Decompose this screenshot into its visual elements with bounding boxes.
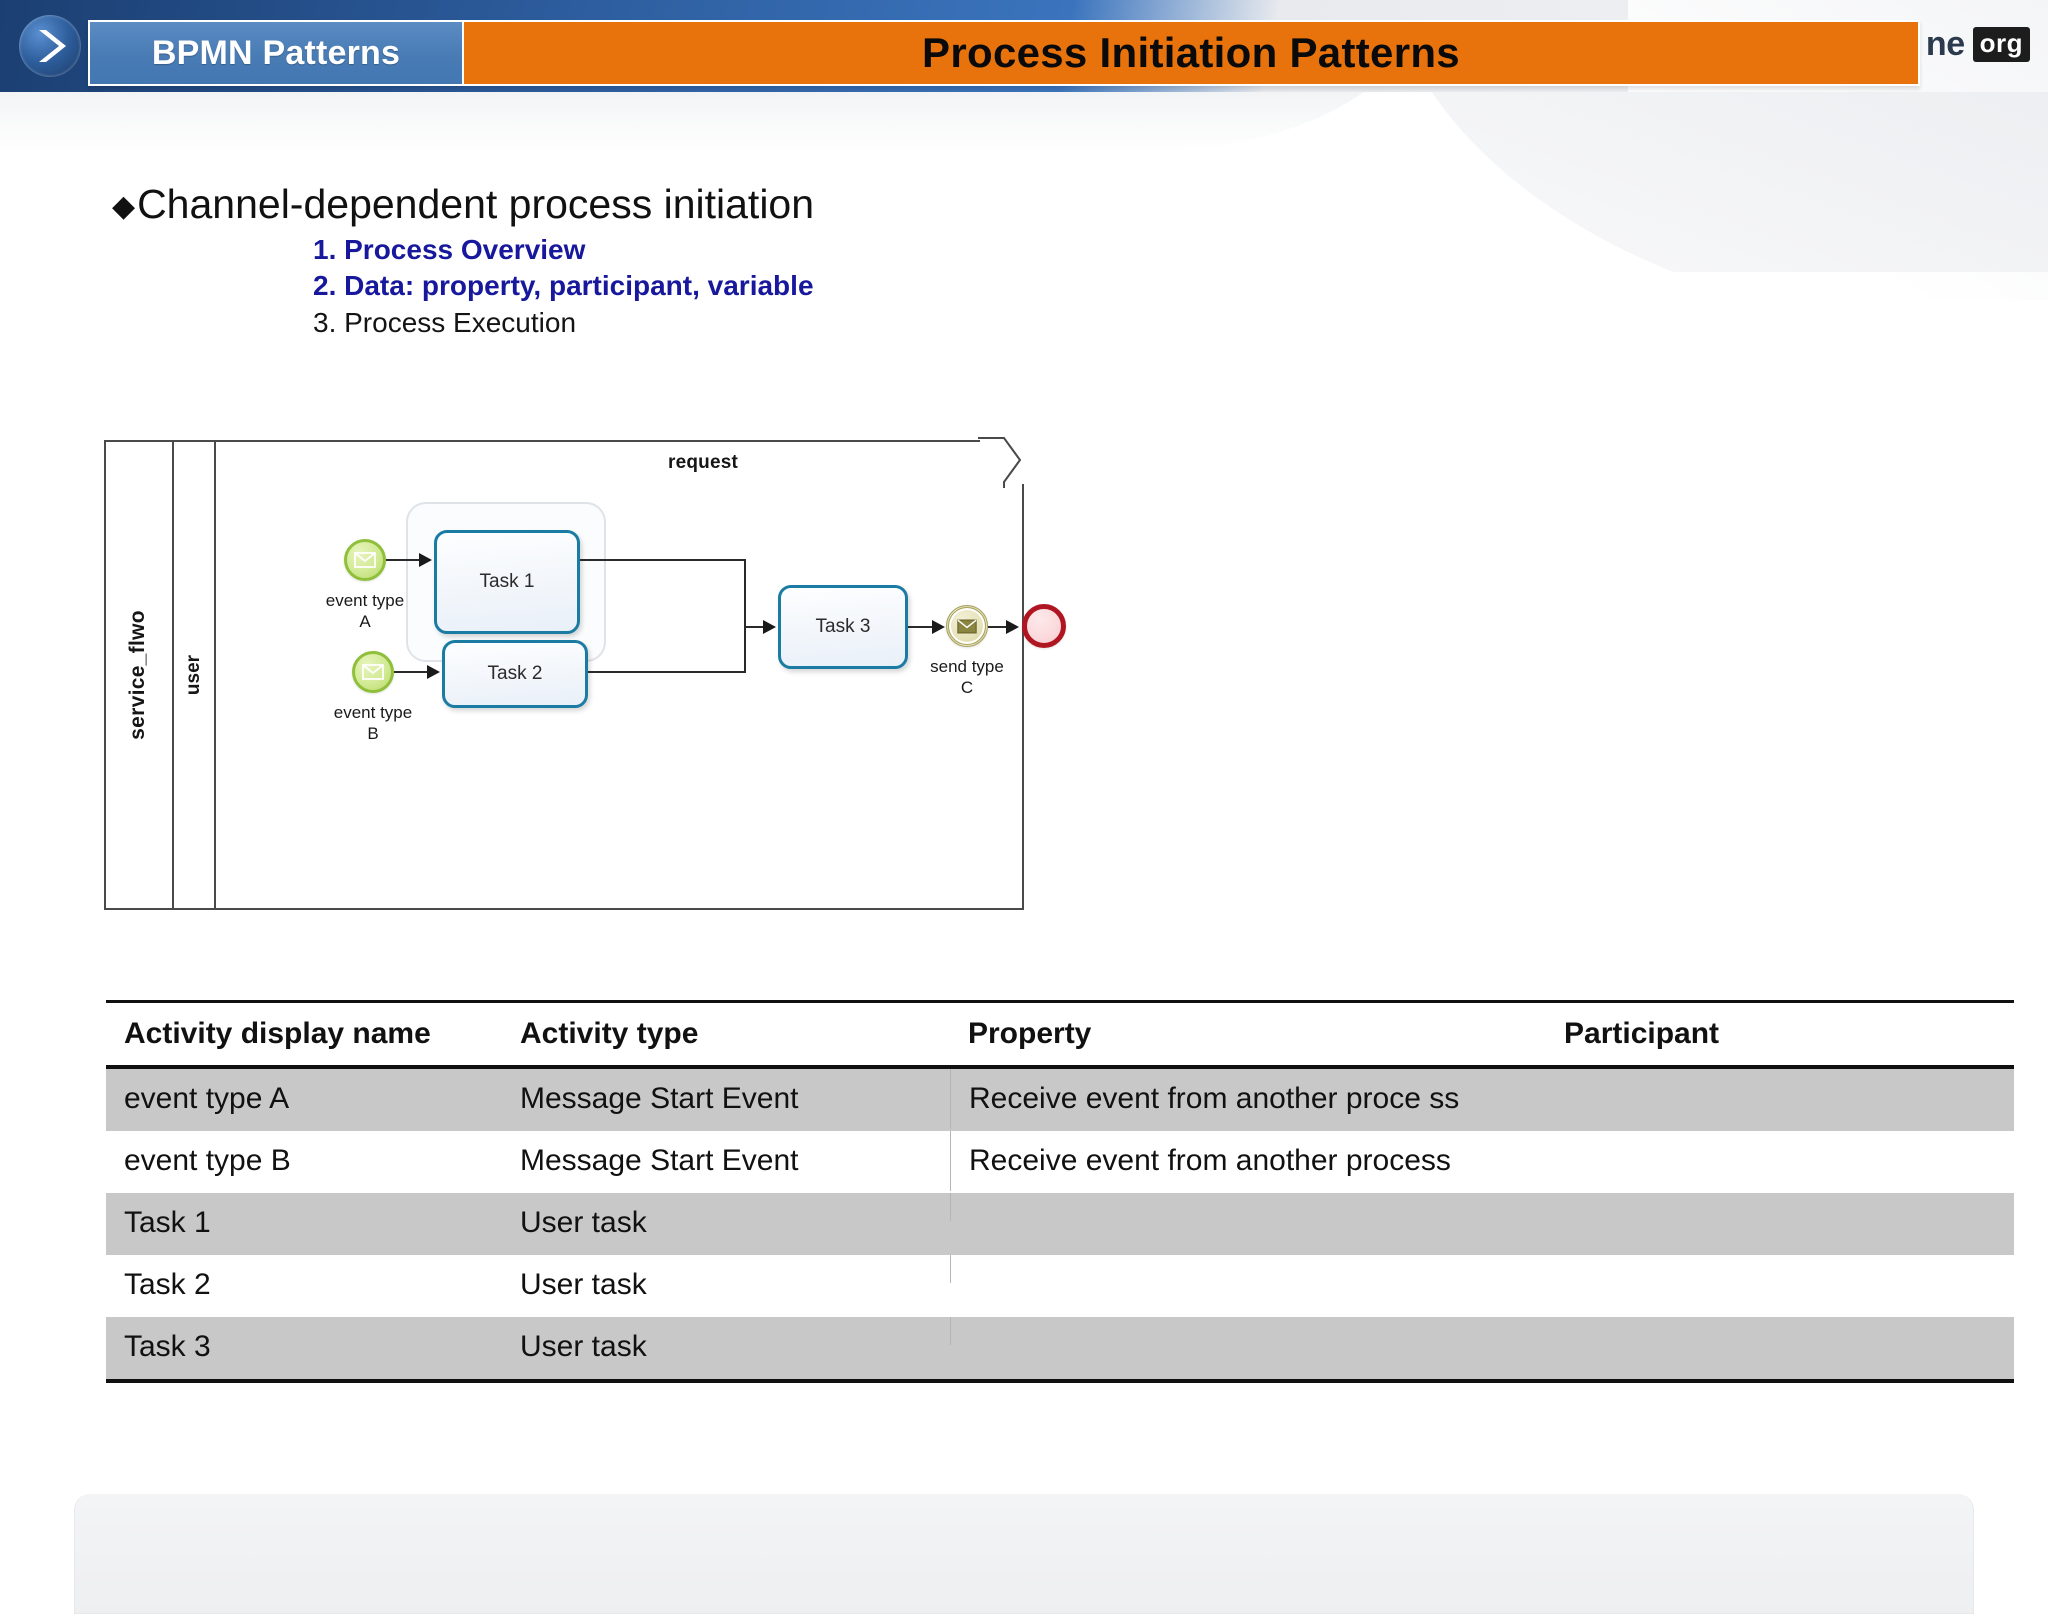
bullet-title-row: ◆Channel-dependent process initiation <box>112 181 815 228</box>
cell-participant <box>1546 1069 2014 1097</box>
bpmn-task-1[interactable]: Task 1 <box>434 530 580 634</box>
table-row[interactable]: Task 3 User task <box>106 1317 2014 1383</box>
table-row[interactable]: Task 2 User task <box>106 1255 2014 1317</box>
flow-b-to-task2 <box>394 671 428 673</box>
bpmn-pool: service_flwo user request event type A <box>104 437 1066 910</box>
bottom-notes-panel <box>74 1494 1974 1614</box>
bpmn-pool-label-text: service_flwo <box>126 610 150 740</box>
bpmn-end-event-icon[interactable] <box>1022 604 1066 648</box>
bpmn-process-label: request <box>668 452 739 473</box>
bpmn-task-1-label: Task 1 <box>479 571 535 592</box>
cell-activity-display-name: Task 1 <box>124 1206 211 1239</box>
message-start-event-a-icon[interactable] <box>344 539 386 581</box>
message-start-event-b-icon[interactable] <box>352 651 394 693</box>
message-start-event-b-caption: event type B <box>303 702 443 745</box>
event-a-caption-line2: A <box>359 612 371 632</box>
table-row[interactable]: Task 1 User task <box>106 1193 2014 1255</box>
flow-task2-up <box>744 627 746 673</box>
logo-org-badge: org <box>1972 26 2030 62</box>
cell-property: Receive event from another process <box>950 1131 1546 1192</box>
bpmn-task-2[interactable]: Task 2 <box>442 640 588 708</box>
flow-task3-to-eventc <box>908 626 934 628</box>
cell-property <box>950 1255 1546 1283</box>
cell-activity-type: Message Start Event <box>520 1144 799 1177</box>
bpmn-pool-label: service_flwo <box>104 440 174 910</box>
bpmn-lane-label-text: user <box>183 654 205 696</box>
flow-eventc-to-end <box>988 626 1008 628</box>
background-arc-right <box>1380 92 2048 272</box>
slide-title-bar: BPMN Patterns Process Initiation Pattern… <box>88 20 1920 86</box>
message-throw-event-c-caption: send type C <box>897 656 1037 699</box>
flow-a-to-task1-arrowhead <box>419 553 432 567</box>
background-arc-left <box>0 92 1420 152</box>
flow-junction-to-task3 <box>744 626 766 628</box>
message-start-event-a-caption: event type A <box>295 590 435 633</box>
flow-task1-down <box>744 559 746 626</box>
flow-a-to-task1 <box>386 559 420 561</box>
activity-table: Activity display name Activity type Prop… <box>106 1000 2014 1383</box>
table-header-row: Activity display name Activity type Prop… <box>106 1003 2014 1069</box>
column-header-property: Property <box>968 1017 1092 1050</box>
cell-property: Receive event from another proce ss <box>950 1069 1546 1130</box>
logo-word: ne <box>1925 24 1965 63</box>
bpmn-diagram: service_flwo user request event type A <box>104 437 1066 910</box>
flow-eventc-to-end-arrowhead <box>1006 620 1019 634</box>
chevron-right-icon <box>14 6 86 86</box>
table-row[interactable]: event type B Message Start Event Receive… <box>106 1131 2014 1193</box>
bpmn-task-3[interactable]: Task 3 <box>778 585 908 669</box>
flow-task3-to-eventc-arrowhead <box>932 620 945 634</box>
cell-participant <box>1546 1131 2014 1159</box>
cell-participant <box>1546 1255 2014 1283</box>
pool-corner-chevron-icon <box>978 437 1022 488</box>
diamond-bullet-icon: ◆ <box>112 190 136 223</box>
site-logo: ne org <box>1926 22 2030 66</box>
column-header-activity-display-name: Activity display name <box>124 1017 431 1050</box>
page-title: Process Initiation Patterns <box>922 29 1460 76</box>
column-header-activity-type: Activity type <box>520 1017 699 1050</box>
cell-participant <box>1546 1193 2014 1221</box>
content-bullets: ◆Channel-dependent process initiation 1.… <box>112 181 815 341</box>
cell-activity-display-name: Task 3 <box>124 1330 211 1363</box>
event-b-caption-line1: event type <box>333 703 413 722</box>
bpmn-task-3-label: Task 3 <box>815 616 871 637</box>
cell-activity-display-name: event type A <box>124 1082 290 1115</box>
bullet-title: Channel-dependent process initiation <box>137 181 815 227</box>
cell-activity-type: User task <box>520 1330 647 1363</box>
chevron-badge-disc <box>19 15 81 77</box>
sub-bullet-1: 1. Process Overview <box>313 233 586 265</box>
bpmn-lane-label: user <box>174 440 216 910</box>
sub-bullet-3: 3. Process Execution <box>313 306 577 338</box>
cell-activity-type: User task <box>520 1206 647 1239</box>
flow-b-to-task2-arrowhead <box>427 665 440 679</box>
flow-task2-out <box>588 671 746 673</box>
cell-property <box>950 1193 1546 1221</box>
message-throw-event-c-icon[interactable] <box>946 605 988 647</box>
bpmn-task-2-label: Task 2 <box>487 663 543 684</box>
cell-activity-type: Message Start Event <box>520 1082 799 1115</box>
cell-activity-type: User task <box>520 1268 647 1301</box>
tab-bpmn-patterns[interactable]: BPMN Patterns <box>88 20 464 86</box>
event-a-caption-line1: event type <box>325 591 405 610</box>
flow-junction-to-task3-arrowhead <box>763 620 776 634</box>
table-row[interactable]: event type A Message Start Event Receive… <box>106 1069 2014 1131</box>
flow-task1-out <box>580 559 746 561</box>
sub-bullet-2: 2. Data: property, participant, variable <box>313 270 814 302</box>
event-b-caption-line2: B <box>367 724 379 744</box>
page-title-banner: Process Initiation Patterns <box>464 20 1920 86</box>
cell-property <box>950 1317 1546 1345</box>
cell-participant <box>1546 1317 2014 1345</box>
background-swoosh <box>0 92 2048 272</box>
event-c-caption-line1: send type <box>930 657 1004 676</box>
tab-bpmn-patterns-label: BPMN Patterns <box>151 33 401 72</box>
column-header-participant: Participant <box>1564 1017 1720 1050</box>
sub-bullet-list: 1. Process Overview 2. Data: property, p… <box>313 232 814 341</box>
bpmn-canvas: request event type A Task 1 <box>216 440 1066 910</box>
event-c-caption-line2: C <box>960 678 974 698</box>
cell-activity-display-name: event type B <box>124 1144 291 1177</box>
cell-activity-display-name: Task 2 <box>124 1268 211 1301</box>
